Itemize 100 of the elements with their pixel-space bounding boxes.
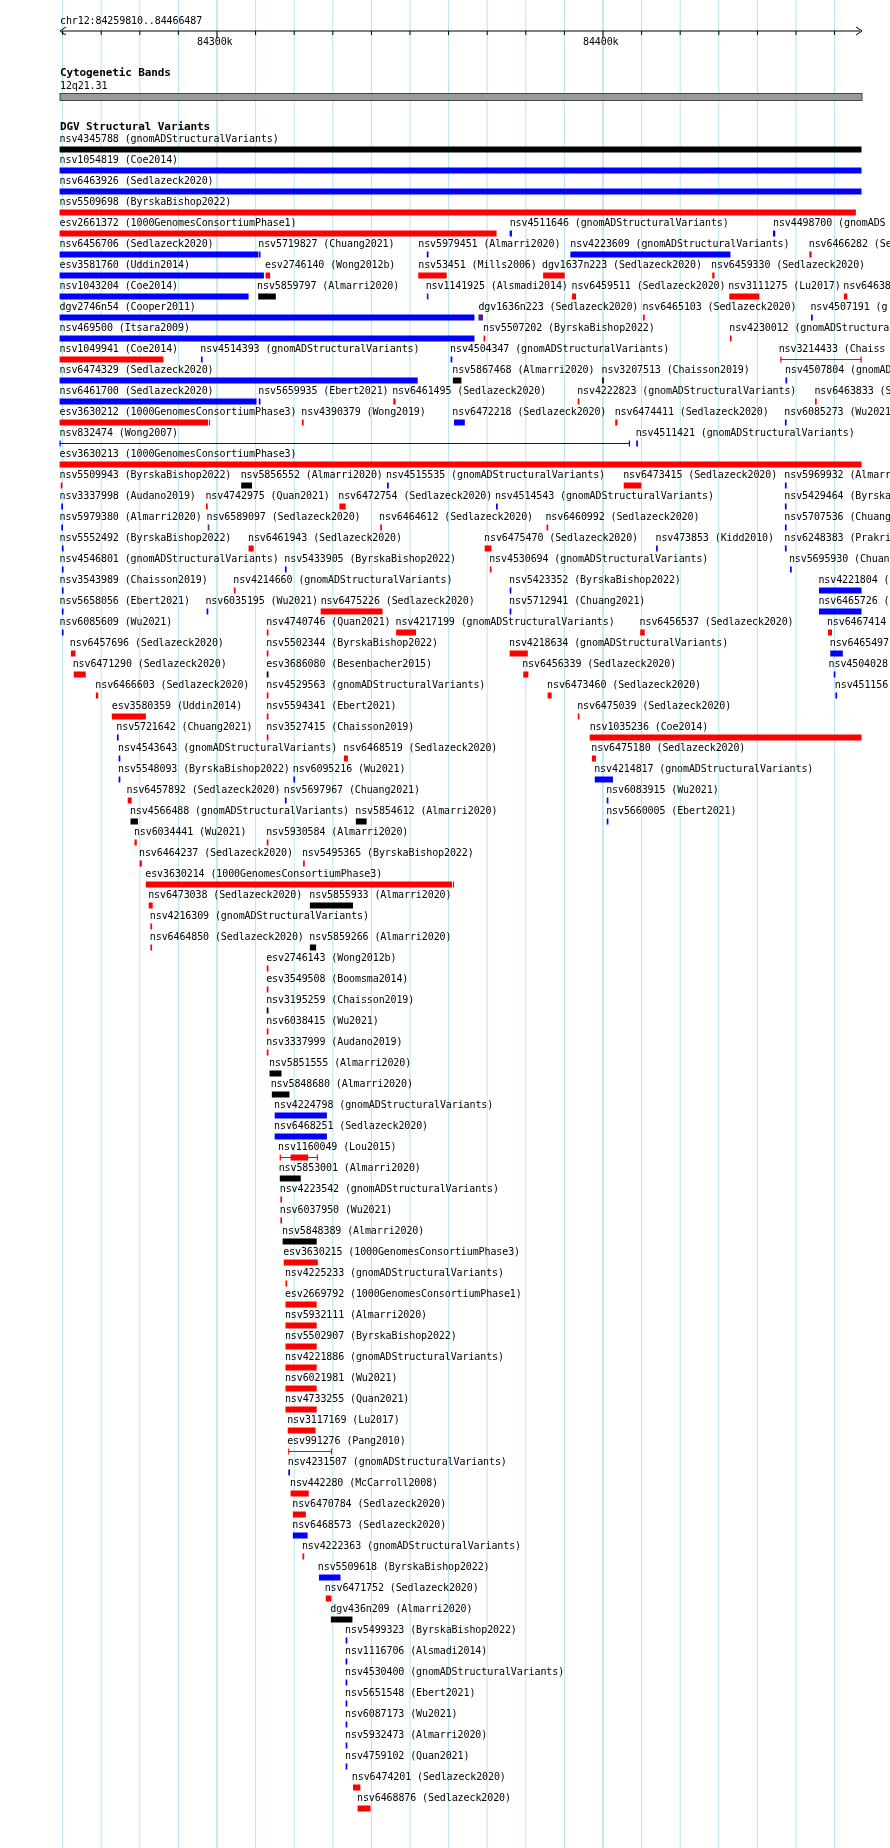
variant-label: nsv4221804 ( <box>818 574 890 586</box>
variant-label: esv3630214 (1000GenomesConsortiumPhase3) <box>145 868 383 880</box>
variant-label: nsv5851555 (Almarri2020) <box>269 1057 412 1069</box>
variant-label: nsv4507191 (g <box>810 301 888 313</box>
variant-label: nsv4546801 (gnomADStructuralVariants) <box>59 553 279 565</box>
variant-label: nsv5721642 (Chuang2021) <box>116 721 253 733</box>
variant-label: nsv6466603 (Sedlazeck2020) <box>95 679 250 691</box>
band-label: 12q21.31 <box>60 80 108 92</box>
variant-label: nsv4231507 (gnomADStructuralVariants) <box>287 1456 507 1468</box>
track-title: DGV Structural Variants <box>60 121 211 133</box>
variant-label: nsv5867468 (Almarri2020) <box>452 364 595 376</box>
variant-label: nsv5719827 (Chuang2021) <box>258 238 395 250</box>
variant-label: nsv5848389 (Almarri2020) <box>282 1225 425 1237</box>
variant-label: nsv6034441 (Wu2021) <box>133 826 247 838</box>
variant-label: nsv5548093 (ByrskaBishop2022) <box>118 763 290 775</box>
variant-label: nsv3214433 (Chaiss <box>778 343 886 355</box>
variant-label: nsv4230012 (gnomADStructura <box>729 322 890 334</box>
variant-label: nsv5660005 (Ebert2021) <box>606 805 737 817</box>
variant-label: esv2661372 (1000GenomesConsortiumPhase1) <box>59 217 297 229</box>
coordinate-range: chr12:84259810..84466487 <box>60 15 203 27</box>
variant-label: nsv4742975 (Quan2021) <box>205 490 330 502</box>
variant-label: nsv4345788 (gnomADStructuralVariants) <box>59 133 279 145</box>
variant-label: nsv6463833 (S <box>814 385 890 397</box>
variant-label: esv3686080 (Besenbacher2015) <box>266 658 432 670</box>
variant-label: esv2669792 (1000GenomesConsortiumPhase1) <box>284 1288 522 1300</box>
variant-label: nsv6468876 (Sedlazeck2020) <box>356 1792 511 1804</box>
variant-label: nsv5859797 (Almarri2020) <box>257 280 400 292</box>
variant-label: nsv5509698 (ByrskaBishop2022) <box>59 196 232 208</box>
variant-label: nsv5930584 (Almarri2020) <box>266 826 409 838</box>
variant-label: nsv6475226 (Sedlazeck2020) <box>320 595 475 607</box>
variant-label: nsv1141925 (Alsmadi2014) <box>425 280 568 292</box>
variant-label: nsv6085609 (Wu2021) <box>59 616 173 628</box>
variant-label: nsv6473038 (Sedlazeck2020) <box>148 889 303 901</box>
variant-label: esv2746143 (Wong2012b) <box>266 952 397 964</box>
variant-label: nsv4216309 (gnomADStructuralVariants) <box>149 910 369 922</box>
variant-label: nsv6473415 (Sedlazeck2020) <box>623 469 778 481</box>
variant-label: nsv6035195 (Wu2021) <box>205 595 318 607</box>
variant-label: nsv4511646 (gnomADStructuralVariants) <box>509 217 729 229</box>
variant-label: dgv2746n54 (Cooper2011) <box>59 301 196 313</box>
variant-label: nsv6461700 (Sedlazeck2020) <box>59 385 214 397</box>
variant-label: nsv6473460 (Sedlazeck2020) <box>547 679 702 691</box>
variant-label: dgv1637n223 (Sedlazeck2020) <box>542 259 702 271</box>
variant-label: nsv1043204 (Coe2014) <box>59 280 178 292</box>
variant-label: esv3549508 (Boomsma2014) <box>266 973 409 985</box>
variant-label: nsv6465103 (Sedlazeck2020) <box>642 301 797 313</box>
variant-label: nsv4222363 (gnomADStructuralVariants) <box>301 1540 521 1552</box>
variant-label: nsv4214660 (gnomADStructuralVariants) <box>233 574 453 586</box>
variant-label: nsv6465497 <box>829 637 889 649</box>
variant-label: nsv4530694 (gnomADStructuralVariants) <box>489 553 709 565</box>
variant-label: nsv6467414 <box>826 616 887 628</box>
variant-label: nsv4214817 (gnomADStructuralVariants) <box>594 763 814 775</box>
variant-label: nsv4498700 (gnomADS <box>773 217 886 229</box>
variant-label: nsv6463926 (Sedlazeck2020) <box>59 175 214 187</box>
variant-label: nsv4222823 (gnomADStructuralVariants) <box>577 385 797 397</box>
variant-label: nsv6456339 (Sedlazeck2020) <box>522 658 677 670</box>
variant-label: nsv6461943 (Sedlazeck2020) <box>248 532 402 544</box>
variant-label: esv3630213 (1000GenomesConsortiumPhase3) <box>59 448 297 460</box>
variant-label: nsv5509618 (ByrskaBishop2022) <box>317 1561 490 1573</box>
variant-label: esv3580359 (Uddin2014) <box>111 700 243 712</box>
variant-label: nsv5712941 (Chuang2021) <box>509 595 646 607</box>
variant-label: nsv3337998 (Audano2019) <box>59 490 196 502</box>
variant-label: nsv6468519 (Sedlazeck2020) <box>343 742 498 754</box>
variant-label: nsv6461495 (Sedlazeck2020) <box>392 385 547 397</box>
variant-label: nsv4530400 (gnomADStructuralVariants) <box>345 1666 565 1678</box>
variant-label: nsv3527415 (Chaisson2019) <box>266 721 415 733</box>
variant-label: nsv6459330 (Sedlazeck2020) <box>711 259 866 271</box>
variant-label: nsv5552492 (ByrskaBishop2022) <box>59 532 232 544</box>
variant-label: nsv5707536 (Chuang <box>784 511 890 523</box>
variant-label: nsv1160049 (Lou2015) <box>278 1141 397 1153</box>
variant-label: nsv6037950 (Wu2021) <box>279 1204 393 1216</box>
variant-label: nsv5855933 (Almarri2020) <box>309 889 452 901</box>
variant-label: nsv6095216 (Wu2021) <box>292 763 406 775</box>
axis-tick-label: 84300k <box>197 36 233 48</box>
variant-label: nsv6464237 (Sedlazeck2020) <box>139 847 293 859</box>
variant-label: nsv4223609 (gnomADStructuralVariants) <box>570 238 790 250</box>
variant-label: nsv3195259 (Chaisson2019) <box>266 994 415 1006</box>
variant-label: nsv4504028 <box>828 658 888 670</box>
variant-label: nsv6457892 (Sedlazeck2020) <box>126 784 281 796</box>
variant-label: nsv6474329 (Sedlazeck2020) <box>59 364 214 376</box>
variant-label: nsv5932111 (Almarri2020) <box>284 1309 427 1321</box>
variant-label: nsv5651548 (Ebert2021) <box>345 1687 476 1699</box>
variant-label: nsv5658056 (Ebert2021) <box>59 595 190 607</box>
variant-label: nsv3207513 (Chaisson2019) <box>601 364 750 376</box>
variant-label: nsv5969932 (Almarr <box>784 469 890 481</box>
variant-label: nsv4224798 (gnomADStructuralVariants) <box>274 1099 494 1111</box>
variant-label: nsv6589097 (Sedlazeck2020) <box>206 511 361 523</box>
variant-label: nsv5695930 (Chuan <box>788 553 890 565</box>
variant-label: nsv3337999 (Audano2019) <box>266 1036 403 1048</box>
variant-label: nsv6459511 (Sedlazeck2020) <box>571 280 726 292</box>
variant-label: nsv5507202 (ByrskaBishop2022) <box>482 322 655 334</box>
variant-label: nsv5853001 (Almarri2020) <box>278 1162 421 1174</box>
variant-label: nsv6465726 ( <box>818 595 890 607</box>
variant-label: nsv5429464 (Byrska <box>784 490 890 502</box>
variant-label: nsv4543643 (gnomADStructuralVariants) <box>118 742 338 754</box>
variant-label: nsv6457696 (Sedlazeck2020) <box>69 637 224 649</box>
variant-label: nsv473853 (Kidd2010) <box>655 532 774 544</box>
variant-label: nsv4759102 (Quan2021) <box>345 1750 470 1762</box>
variant-label: nsv4511421 (gnomADStructuralVariants) <box>635 427 855 439</box>
variant-label: nsv6021981 (Wu2021) <box>284 1372 398 1384</box>
variant-label: nsv6468573 (Sedlazeck2020) <box>292 1519 447 1531</box>
